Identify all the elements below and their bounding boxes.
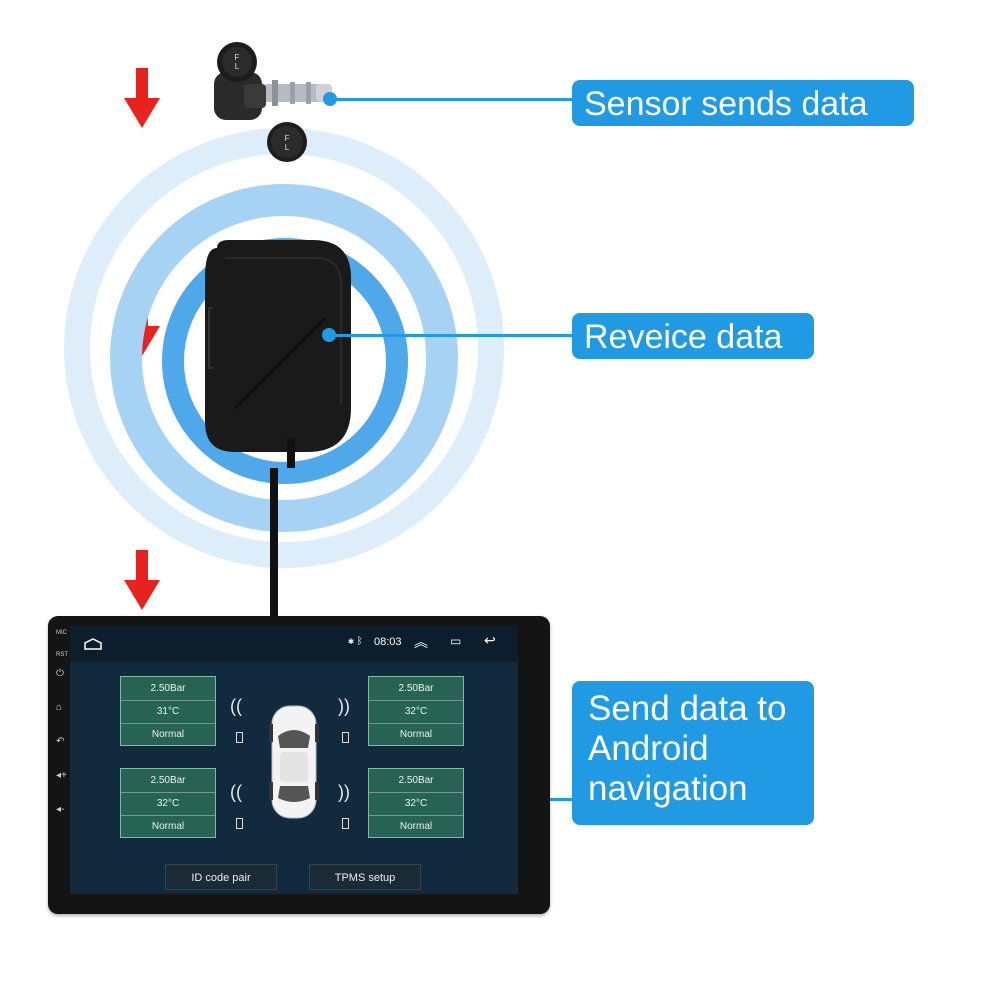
receiver-cable: [270, 468, 278, 618]
battery-icon: [236, 732, 243, 743]
tire-status: Normal: [151, 821, 185, 832]
callout-line-3: navigation: [588, 769, 748, 808]
tire-status: Normal: [399, 729, 433, 740]
signal-wave-icon: )): [338, 782, 350, 802]
callout-line-1: Send data to: [588, 689, 787, 728]
signal-wave-icon: ((: [230, 782, 242, 802]
sensor-marking-l: L: [285, 143, 290, 152]
rst-label: RST: [56, 652, 68, 658]
tire-temperature: 32°C: [121, 792, 215, 816]
tire-status: Normal: [151, 729, 185, 740]
tire-pressure: 2.50Bar: [121, 769, 215, 793]
back-nav-icon[interactable]: ↩: [484, 632, 496, 648]
battery-icon: [342, 818, 349, 829]
car-top-view-icon: [269, 705, 319, 819]
mic-label: MIC: [56, 630, 67, 636]
bluetooth-icon: ✱ ᛒ: [348, 636, 363, 647]
battery-icon: [342, 732, 349, 743]
tire-temperature: 32°C: [369, 700, 463, 724]
back-icon[interactable]: ↶: [56, 736, 65, 747]
tire-temperature: 32°C: [369, 792, 463, 816]
battery-icon: [236, 818, 243, 829]
callout-sensor-sends-data: Sensor sends data: [572, 80, 914, 126]
recent-apps-icon[interactable]: ▭: [450, 634, 462, 648]
svg-text:L: L: [235, 62, 240, 71]
down-arrow-icon: [124, 68, 160, 128]
tire-tile-front-right[interactable]: 2.50Bar 32°C Normal: [368, 676, 464, 746]
id-code-pair-button[interactable]: ID code pair: [165, 864, 277, 890]
tire-tile-front-left[interactable]: 2.50Bar 31°C Normal: [120, 676, 216, 746]
signal-wave-icon: )): [338, 696, 350, 716]
power-icon[interactable]: ⏻: [56, 668, 64, 679]
status-bar: ✱ ᛒ 08:03 ︽ ▭ ↩: [70, 626, 518, 662]
chevron-up-icon[interactable]: ︽: [414, 634, 428, 650]
home-nav-icon[interactable]: [84, 638, 102, 650]
tpms-screen: ✱ ᛒ 08:03 ︽ ▭ ↩ 2.50Bar 31°C Normal 2.50…: [70, 626, 518, 894]
tire-pressure: 2.50Bar: [121, 677, 215, 701]
tire-pressure: 2.50Bar: [369, 769, 463, 793]
volume-down-icon[interactable]: ◂-: [56, 804, 65, 815]
callout-receive-data: Reveice data: [572, 313, 814, 359]
tpms-sensor-image: F L F L: [214, 42, 332, 162]
svg-text:F: F: [235, 53, 240, 62]
sensor-marking-f: F: [285, 134, 290, 143]
tire-pressure: 2.50Bar: [369, 677, 463, 701]
tpms-setup-button[interactable]: TPMS setup: [309, 864, 421, 890]
tire-temperature: 31°C: [121, 700, 215, 724]
home-icon[interactable]: ⌂: [56, 702, 63, 713]
callout-line-2: Android: [588, 729, 709, 768]
callout-send-to-android: Send data to Android navigation: [572, 681, 814, 825]
tire-tile-rear-right[interactable]: 2.50Bar 32°C Normal: [368, 768, 464, 838]
connector-line: [329, 334, 575, 337]
connector-line: [330, 98, 575, 101]
signal-wave-icon: ((: [230, 696, 242, 716]
status-time: 08:03: [374, 636, 402, 648]
volume-up-icon[interactable]: ◂+: [56, 770, 67, 781]
tire-tile-rear-left[interactable]: 2.50Bar 32°C Normal: [120, 768, 216, 838]
receiver-module-image: [205, 240, 351, 468]
tire-status: Normal: [399, 821, 433, 832]
down-arrow-icon: [124, 550, 160, 610]
